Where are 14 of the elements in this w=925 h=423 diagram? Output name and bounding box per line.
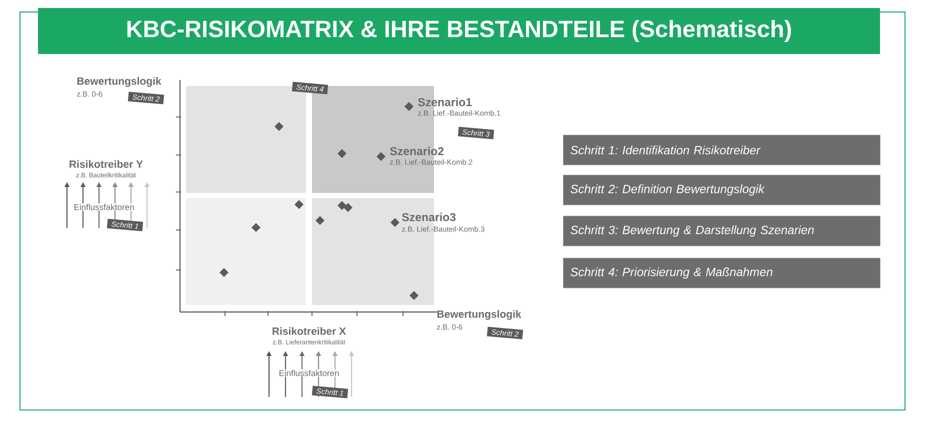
step-box: Schritt 1: Identifikation Risikotreiber	[563, 134, 880, 166]
axis-label: Bewertungslogik	[77, 77, 162, 87]
scenario-label: Szenario1	[418, 98, 472, 106]
step-box: Schritt 4: Priorisierung & Maßnahmen	[563, 258, 880, 288]
axis-label: Risikotreiber X	[272, 327, 346, 335]
title-banner: KBC-RISIKOMATRIX & IHRE BESTANDTEILE (Schematisch)	[38, 8, 880, 54]
scenario-label: Szenario2	[390, 146, 444, 156]
step-box: Schritt 3: Bewertung & Darstellung Szenarien	[563, 216, 880, 246]
caption-text: Einflussfaktoren	[278, 369, 340, 377]
step-box: Schritt 2: Definition Bewertungslogik	[563, 174, 880, 206]
axis-label: Risikotreiber Y	[70, 160, 143, 168]
axis-label: Bewertungslogik	[437, 310, 522, 320]
scenario-label: Szenario3	[402, 212, 456, 222]
caption-text: Einflussfaktoren	[72, 203, 136, 211]
